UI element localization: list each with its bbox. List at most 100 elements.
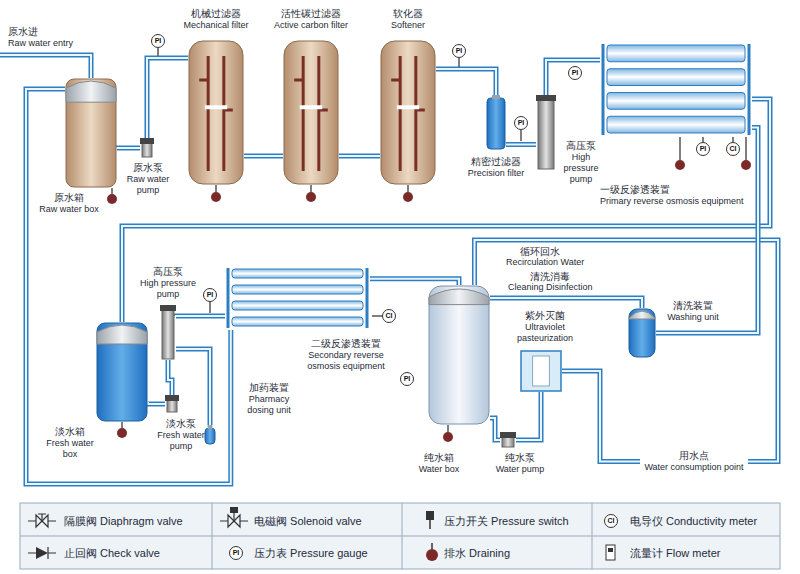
pipe-connector (562, 371, 640, 462)
tank-body (66, 79, 116, 187)
drain-bulb (306, 192, 316, 202)
diaphragm-valve-symbol (36, 515, 48, 527)
vessel-neck (208, 425, 213, 429)
pipe-core (475, 240, 779, 462)
equipment-node: 二级反渗透装置Secondary reverse osmosis equipme… (225, 266, 370, 330)
annotation-text: Raw water entry (8, 38, 73, 49)
pipe-core (244, 155, 283, 157)
legend-text: 止回阀 Check valve (64, 546, 160, 560)
pump-motor-cap (165, 395, 179, 401)
legend-text: 压力表 Pressure gauge (254, 546, 368, 560)
pipe-outer (148, 402, 165, 404)
equipment-shape (96, 322, 148, 422)
gauge-symbol: CI (726, 142, 740, 156)
membrane-tube (232, 301, 363, 310)
equipment-caption: 高压泵High pressure pump (558, 140, 604, 184)
filter-tank (381, 41, 435, 184)
pressure-switch-symbol (426, 511, 434, 520)
equipment-label-en: High pressure pump (558, 152, 604, 184)
solenoid-valve-symbol (228, 515, 240, 527)
drain-bulb (741, 160, 751, 170)
annotation-text: Recirculation Water (506, 257, 584, 268)
equipment-shape (486, 95, 506, 150)
pump-body (538, 100, 554, 169)
pipe-connector (490, 298, 642, 308)
equipment-shape (140, 138, 154, 158)
pipe-core (148, 402, 165, 404)
gauge-symbol: PI (514, 116, 528, 130)
drain-bulb (675, 160, 685, 170)
inlet-pipe-core (0, 55, 91, 78)
equipment-label-cn: 高压泵 (558, 140, 604, 152)
pipe-connector (168, 360, 172, 395)
equipment-shape (225, 266, 370, 330)
equipment-label-en: Fresh water box (40, 438, 100, 460)
pipe-outer (117, 146, 140, 151)
annotation-text: Cleaning Disinfection (508, 282, 593, 293)
internal-valve (300, 105, 322, 109)
tank-cap (429, 289, 489, 305)
pipe-outer (370, 279, 459, 285)
equipment-label-en: Active carbon filter (266, 20, 356, 31)
equipment-caption: 原水泵Raw water pump (118, 162, 178, 196)
equipment-caption: 原水箱Raw water box (36, 192, 102, 215)
pump-motor-cap (160, 305, 176, 311)
pump-body (162, 310, 174, 359)
pipe-outer (147, 58, 188, 138)
equipment-shape (428, 285, 490, 425)
equipment-label-en: Secondary reverse osmosis equipment (296, 350, 396, 372)
pipe-connector (506, 144, 536, 145)
equipment-node: 淡水泵Fresh water pump (165, 395, 179, 413)
pipe-core (490, 298, 642, 308)
pipe-connector (370, 279, 459, 285)
equipment-label-en: Mechanical filter (176, 20, 256, 31)
pipe-core (436, 69, 496, 95)
equipment-label-cn: 用水点 (644, 450, 744, 462)
pipe-core (546, 60, 600, 95)
equipment-shape (204, 425, 216, 445)
membrane-header (228, 268, 367, 328)
pipe-outer (562, 371, 640, 462)
equipment-node: 原水泵Raw water pump (140, 138, 154, 158)
gauge-symbol: CI (382, 309, 396, 323)
equipment-label-en: Softener (368, 20, 448, 31)
equipment-caption: 机械过滤器Mechanical filter (176, 8, 256, 31)
equipment-label-cn: 淡水箱 (40, 426, 100, 438)
equipment-label-cn: 加药装置 (238, 382, 300, 394)
equipment-shape (380, 40, 436, 185)
internal-pipe (294, 56, 328, 171)
equipment-label-cn: 一级反渗透装置 (600, 184, 755, 196)
pipe-outer (339, 154, 380, 159)
pipe-core (168, 360, 172, 395)
legend-text: 电导仪 Conductivity meter (630, 514, 757, 528)
solenoid-valve-symbol (230, 507, 238, 513)
equipment-caption: 活性碳过滤器Active carbon filter (266, 8, 356, 31)
equipment-caption: 加药装置Pharmacy dosing unit (238, 382, 300, 416)
pipe-connector (117, 148, 140, 149)
legend-text: 电磁阀 Solenoid valve (254, 514, 362, 528)
equipment-caption: 淡水箱Fresh water box (40, 426, 100, 460)
filter-tank (189, 41, 243, 184)
equipment-label-en: Washing unit (662, 312, 724, 323)
pipe-outer (490, 298, 642, 308)
equipment-caption: 高压泵High pressure pump (136, 266, 200, 300)
legend-grid (20, 503, 780, 569)
pipe-outer (168, 360, 172, 395)
equipment-node: 机械过滤器Mechanical filter (188, 40, 244, 185)
pipe-outer (176, 349, 210, 425)
tank-cap (97, 325, 147, 344)
equipment-node: 加药装置Pharmacy dosing unit (204, 425, 216, 445)
tank-cap (66, 81, 116, 102)
pipe-core (562, 371, 640, 462)
solenoid-valve-symbol (220, 513, 248, 521)
equipment-node: 纯水泵Water pump (500, 432, 516, 448)
equipment-caption: 淡水泵Fresh water pump (150, 418, 212, 452)
gauge-symbol: PI (400, 372, 414, 386)
check-valve-symbol (28, 547, 56, 559)
equipment-label-en: Raw water pump (118, 174, 178, 196)
equipment-label-en: Fresh water pump (150, 430, 212, 452)
equipment-label-en: Primary reverse osmosis equipment (600, 196, 755, 207)
equipment-label-cn: 清洗装置 (662, 300, 724, 312)
equipment-node: 活性碳过滤器Active carbon filter (283, 40, 339, 185)
pipe-connector (516, 392, 541, 440)
